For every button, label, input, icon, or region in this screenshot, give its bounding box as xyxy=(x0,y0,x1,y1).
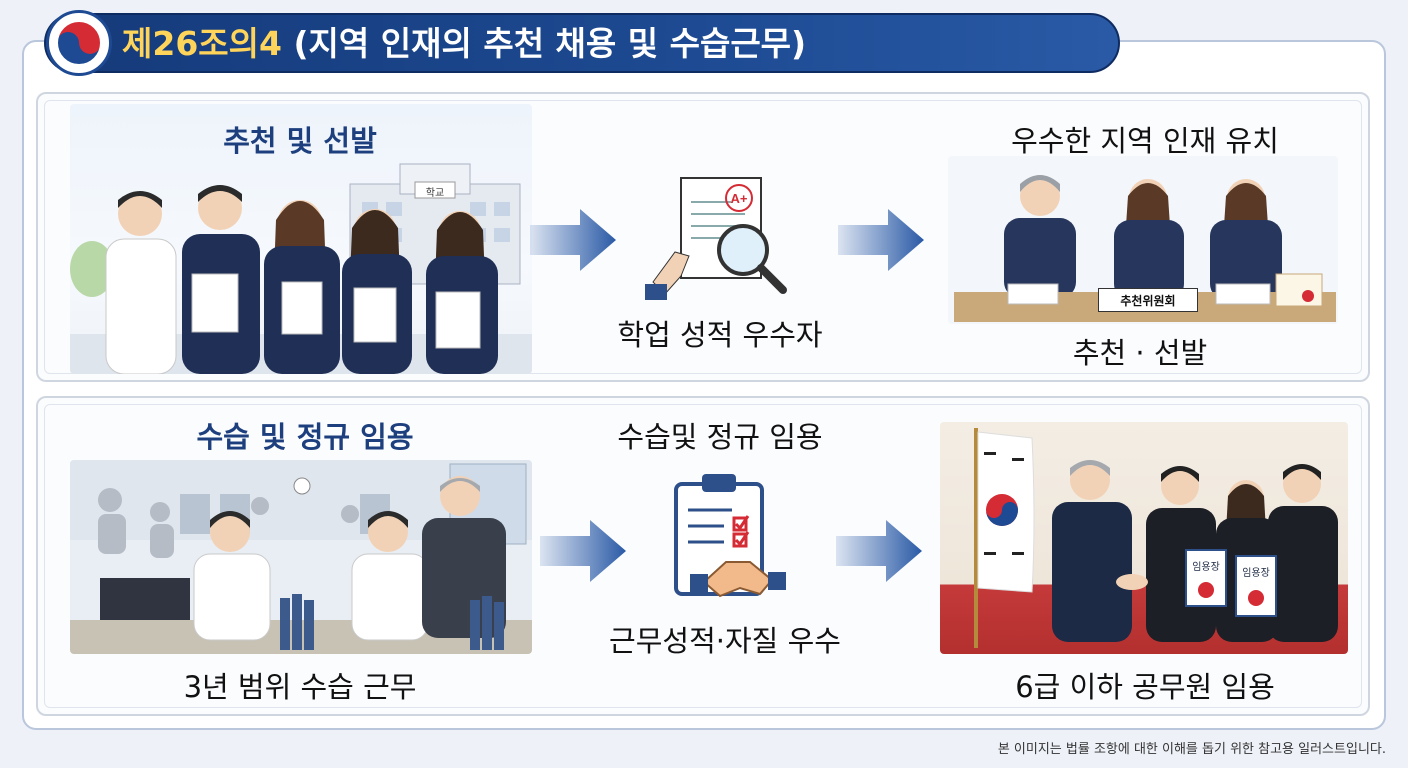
grade-mark: A+ xyxy=(731,191,748,206)
government-emblem-icon xyxy=(46,10,112,76)
graded-report-magnifier-icon: A+ xyxy=(645,177,787,300)
academic-excellence-caption: 학업 성적 우수자 xyxy=(617,318,823,352)
certificate-label-1: 임용장 xyxy=(1192,562,1220,573)
performance-caption: 근무성적·자질 우수 xyxy=(609,624,841,658)
arrow-right-icon xyxy=(838,209,924,271)
arrow-right-icon xyxy=(836,520,922,582)
recommendation-heading: 추천 및 선발 xyxy=(223,124,377,158)
talent-attraction-heading: 우수한 지역 인재 유치 xyxy=(1011,124,1279,158)
probation-period-caption: 3년 범위 수습 근무 xyxy=(183,670,417,704)
students-illustration: 학교 xyxy=(70,104,532,374)
title-bar xyxy=(44,13,1120,73)
article-number: 제26조의4 xyxy=(122,24,282,63)
recommendation-selection-caption: 추천 · 선발 xyxy=(1072,336,1208,370)
committee-illustration: 추천위원회 xyxy=(948,156,1338,324)
arrow-right-icon xyxy=(530,209,616,271)
office-illustration xyxy=(70,460,532,654)
appointment-ceremony-illustration: 임용장 임용장 xyxy=(940,422,1348,654)
probation-appointment-heading: 수습및 정규 임용 xyxy=(617,420,823,454)
probation-heading: 수습 및 정규 임용 xyxy=(196,420,414,454)
article-title: (지역 인재의 추천 채용 및 수습근무) xyxy=(293,24,807,63)
page-title: 제26조의4 (지역 인재의 추천 채용 및 수습근무) xyxy=(122,19,806,69)
school-sign: 학교 xyxy=(425,188,445,199)
clipboard-handshake-icon xyxy=(674,474,786,598)
civil-servant-appointment-caption: 6급 이하 공무원 임용 xyxy=(1015,670,1275,704)
committee-nameplate: 추천위원회 xyxy=(1098,288,1198,312)
arrow-right-icon xyxy=(540,520,626,582)
disclaimer-footnote: 본 이미지는 법률 조항에 대한 이해를 돕기 위한 참고용 일러스트입니다. xyxy=(997,742,1386,757)
certificate-label-2: 임용장 xyxy=(1242,568,1270,579)
